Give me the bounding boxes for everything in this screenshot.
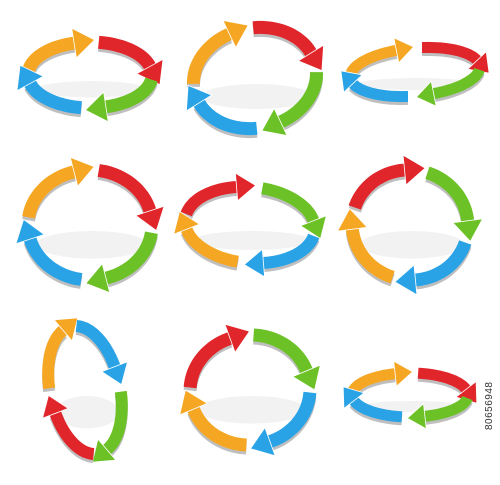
icon-shadow [36,81,148,98]
blue-arrowhead-icon [340,70,363,94]
red-arrowhead-icon [297,44,325,72]
green-arrow-body [253,328,313,374]
green-arrow-body [104,231,158,285]
icon-shadow [198,396,306,424]
orange-arrow-body [22,36,76,73]
blue-arrow-body [348,80,408,103]
stock-id-label: 80656948 [484,381,495,431]
icon-shadow [193,231,311,250]
red-arrow-body [98,35,156,70]
blue-arrowhead-icon [249,426,276,457]
blue-arrowhead-icon [100,361,129,386]
green-arrow-body [102,390,128,455]
orange-arrowhead-icon [393,360,414,388]
circular-arrows-icon-7 [41,317,129,463]
blue-arrow-body [267,391,317,448]
blue-arrowhead-icon [16,64,45,92]
red-arrow-body [183,332,233,389]
green-arrowhead-icon [291,364,321,391]
green-arrowhead-icon [415,80,437,107]
circular-arrows-icon-5 [173,172,327,278]
green-arrowhead-icon [85,262,111,294]
green-arrowhead-icon [91,438,117,463]
blue-arrow-body [415,240,472,287]
orange-arrowhead-icon [71,27,96,59]
green-arrowhead-icon [299,215,327,240]
orange-arrow-body [345,44,398,77]
red-arrow-body [252,20,317,57]
green-arrow-body [104,77,158,114]
red-arrow-body [180,181,237,217]
circular-arrows-icon-4 [15,156,165,294]
icon-shadow [55,396,119,429]
orange-arrowhead-icon [173,210,201,235]
green-arrowhead-icon [261,107,288,137]
orange-arrowhead-icon [336,207,369,232]
red-arrowhead-icon [402,154,426,186]
circular-arrows-icon-1 [16,27,164,123]
orange-arrow-body [345,228,395,284]
red-arrow-body [348,163,405,210]
icon-shadow [36,231,148,259]
red-arrow-body [49,411,95,460]
red-arrowhead-icon [41,394,70,419]
blue-arrow-body [349,397,403,423]
circular-arrows-icon-9 [342,360,478,430]
orange-arrowhead-icon [222,19,249,49]
circular-arrows-icon-3 [340,37,490,107]
blue-arrowhead-icon [342,386,365,410]
blue-arrowhead-icon [185,84,213,112]
orange-arrow-body [187,28,233,84]
orange-arrowhead-icon [179,389,209,416]
red-arrowhead-icon [234,172,257,202]
orange-arrow-body [347,368,396,394]
red-arrowhead-icon [224,323,251,354]
green-arrow-body [424,396,473,422]
blue-arrow-body [75,320,121,369]
orange-arrow-body [181,227,239,268]
circular-arrows-icon-6 [336,154,484,296]
blue-arrow-body [263,233,320,269]
green-arrowhead-icon [84,91,109,123]
red-arrowhead-icon [134,205,165,232]
blue-arrowhead-icon [15,218,46,245]
green-arrow-body [277,72,323,128]
red-arrow-body [417,367,471,393]
orange-arrow-body [187,406,247,452]
orange-arrowhead-icon [69,156,95,188]
orange-arrowhead-icon [53,317,79,342]
icon-shadow [201,84,313,109]
blue-arrowhead-icon [243,248,266,278]
red-arrow-body [97,164,157,213]
orange-arrow-body [42,325,68,390]
orange-arrowhead-icon [393,37,415,64]
circular-arrows-icon-8 [179,323,321,457]
green-arrow-body [261,182,319,223]
blue-arrow-body [23,237,83,286]
circular-arrows-icon-2 [185,19,325,139]
green-arrowhead-icon [406,402,427,430]
icon-shadow [359,231,465,259]
green-arrow-body [425,166,475,222]
green-arrowhead-icon [451,218,484,243]
red-arrow-body [422,41,482,64]
blue-arrowhead-icon [394,264,418,296]
blue-arrow-body [193,99,258,136]
blue-arrow-body [24,80,82,115]
green-arrow-body [432,67,485,100]
orange-arrow-body [22,165,76,219]
